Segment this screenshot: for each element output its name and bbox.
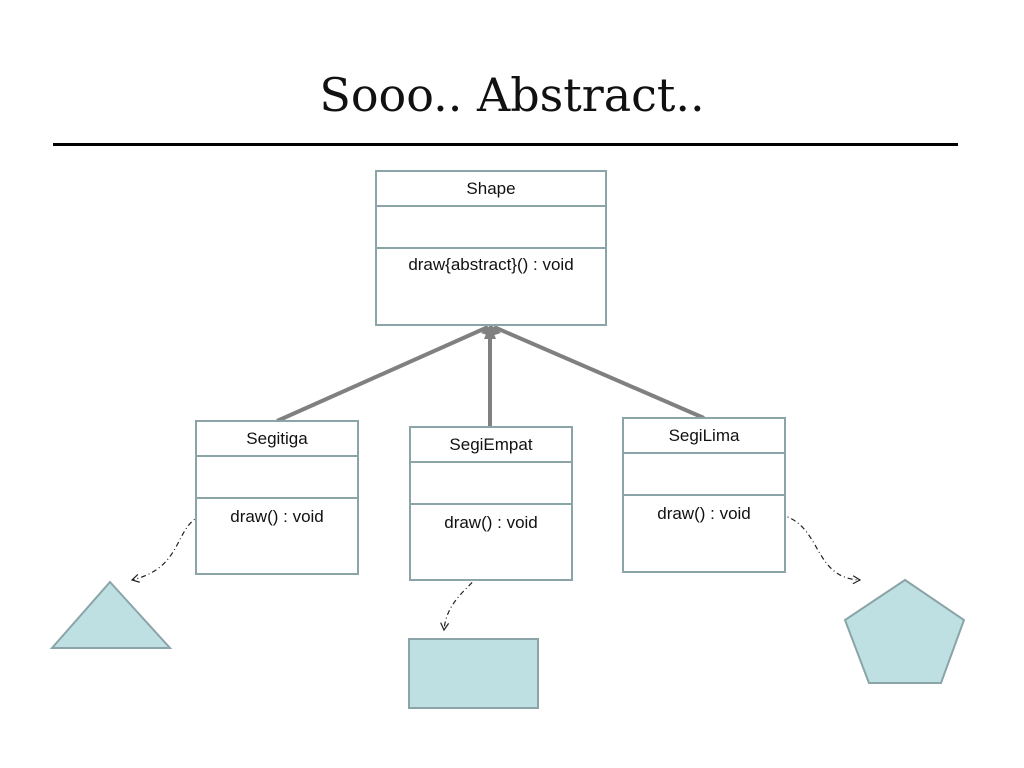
class-box-segilima[interactable]: SegiLima draw() : void: [622, 417, 786, 573]
rectangle-shape: [408, 638, 539, 709]
class-operation-segilima: draw() : void: [657, 504, 751, 523]
class-attributes-segilima: [624, 454, 784, 496]
class-box-segitiga[interactable]: Segitiga draw() : void: [195, 420, 359, 575]
class-operation-shape: draw{abstract}() : void: [408, 255, 574, 274]
title-divider: [53, 143, 958, 146]
class-attributes-shape: [377, 207, 605, 249]
inheritance-line-segilima: [493, 325, 705, 420]
class-name-segitiga: Segitiga: [197, 422, 357, 457]
draw-arrow-pentagon: [767, 512, 862, 585]
class-name-segilima: SegiLima: [624, 419, 784, 454]
slide-title: Sooo.. Abstract..: [319, 68, 705, 122]
pentagon-shape: [843, 578, 966, 684]
class-box-shape[interactable]: Shape draw{abstract}() : void: [375, 170, 607, 326]
class-attributes-segiempat: [411, 463, 571, 505]
class-operation-segitiga: draw() : void: [230, 507, 324, 526]
class-name-segiempat: SegiEmpat: [411, 428, 571, 463]
inheritance-line-segitiga: [276, 325, 489, 423]
class-name-shape: Shape: [377, 172, 605, 207]
class-attributes-segitiga: [197, 457, 357, 499]
class-operation-segiempat: draw() : void: [444, 513, 538, 532]
class-box-segiempat[interactable]: SegiEmpat draw() : void: [409, 426, 573, 581]
triangle-shape: [49, 580, 173, 649]
inheritance-arrowhead-right: [488, 324, 501, 337]
